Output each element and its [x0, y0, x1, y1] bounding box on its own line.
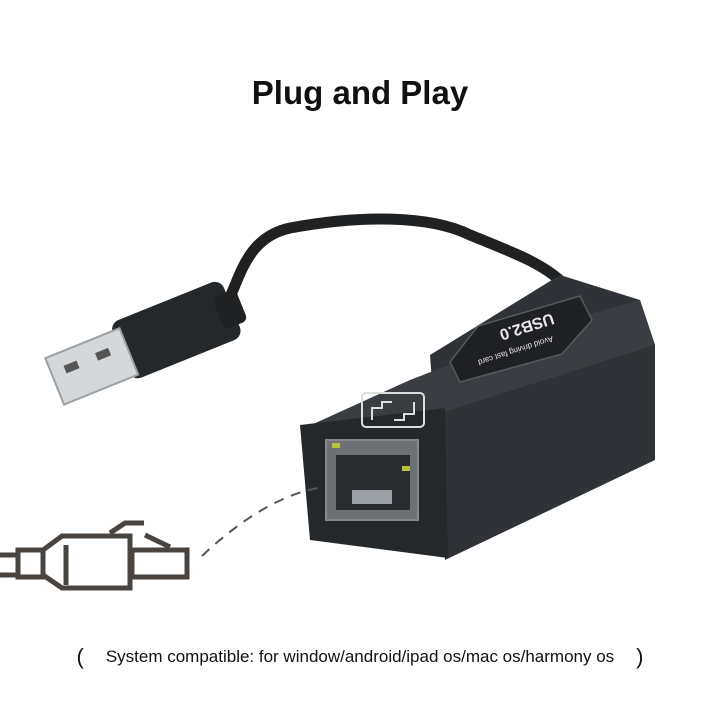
usb-plug [44, 281, 247, 406]
close-paren: ) [636, 644, 644, 669]
led-indicator [332, 443, 340, 448]
ethernet-cable-icon [0, 520, 190, 591]
dashed-connector [201, 487, 319, 557]
compatibility-text: System compatible: for window/android/ip… [105, 647, 615, 666]
compatibility-caption: ( System compatible: for window/android/… [0, 644, 720, 670]
headline: Plug and Play [251, 74, 469, 111]
led-indicator [402, 466, 410, 471]
network-icon [361, 392, 425, 428]
open-paren: ( [76, 644, 84, 669]
adapter-body: USB2.0 Avoid driving fast card [300, 275, 655, 560]
label-plate [449, 295, 593, 383]
rj45-port [325, 439, 419, 521]
cable [209, 213, 571, 324]
